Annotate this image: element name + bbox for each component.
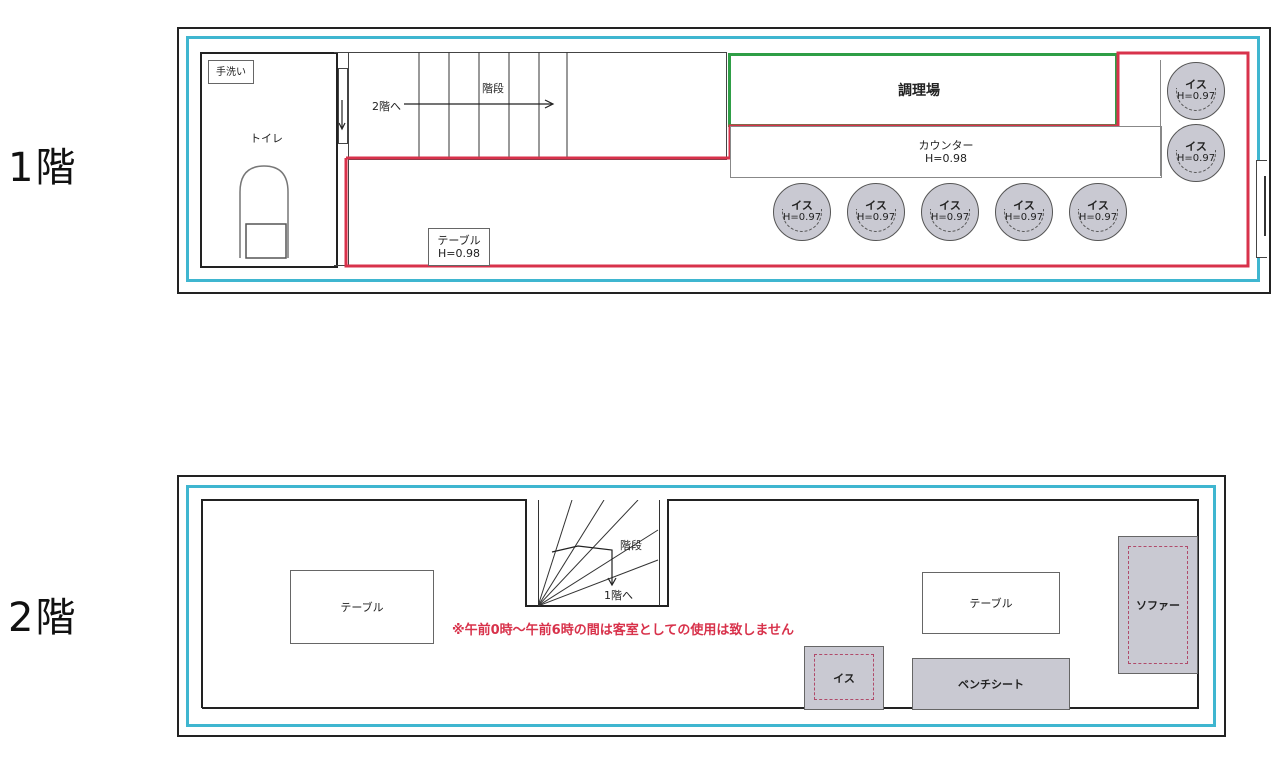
floor-2-stair-treads [538,500,659,606]
chair-label: イス [1185,78,1207,91]
chair-label: イス [1013,199,1035,212]
to-floor-1-label: 1階へ [604,589,633,602]
table-floor-1: テーブル H=0.98 [428,228,490,266]
chair-7: イス H=0.97 [1069,183,1127,241]
sofa-cushion-outline [1128,546,1188,664]
hand-wash-basin: 手洗い [208,60,254,84]
floor-2-outline [186,485,1216,727]
entrance-door-leaf [1264,176,1266,236]
floor-1-outline [186,36,1260,282]
chair-6: イス H=0.97 [995,183,1053,241]
table-label: テーブル [437,234,481,247]
to-floor-2-label: 2階へ [372,100,401,113]
toilet-room [200,52,338,268]
chair-label: イス [939,199,961,212]
table-right: テーブル [922,572,1060,634]
floor-1-door [338,68,348,144]
chair-height: H=0.97 [856,212,896,223]
sofa-label: ソファー [1136,599,1180,612]
chair-5: イス H=0.97 [921,183,979,241]
floor-2-label: 2階 [8,595,78,641]
chair-height: H=0.97 [1176,91,1216,102]
table-left: テーブル [290,570,434,644]
chair-height: H=0.97 [1004,212,1044,223]
kitchen-label: 調理場 [898,83,940,99]
stair-up-arrow-icon [404,99,555,109]
sofa: ソファー [1118,536,1198,674]
chair-floor-2-label: イス [833,672,855,685]
entrance-door [1256,160,1267,258]
bench-seat-label: ベンチシート [958,678,1024,691]
chair-4: イス H=0.97 [847,183,905,241]
door-arrow-icon [338,100,346,131]
chair-1: イス H=0.97 [1167,62,1225,120]
table-height: H=0.98 [438,247,480,260]
floor-2-stairs-label: 階段 [620,539,642,552]
table-right-label: テーブル [969,596,1013,610]
chair-height: H=0.97 [1176,153,1216,164]
floor-2-inner-wall [201,499,1199,709]
chair-floor-2-outline [814,654,874,700]
counter-side-wall [1160,60,1175,176]
chair-height: H=0.97 [930,212,970,223]
chair-label: イス [791,199,813,212]
stair-treads [418,52,568,158]
chair-2: イス H=0.97 [1167,124,1225,182]
table-left-label: テーブル [340,600,384,614]
chair-label: イス [1185,140,1207,153]
floor-1-label: 1階 [8,145,78,191]
chair-3: イス H=0.97 [773,183,831,241]
chair-label: イス [1087,199,1109,212]
floor-2-stair-area [538,500,660,606]
counter: カウンター H=0.98 [730,126,1162,178]
toilet-icon [239,165,289,259]
chair-label: イス [865,199,887,212]
floor-1-stairs-label: 階段 [482,82,504,95]
counter-label: カウンター [918,139,974,152]
toilet-label: トイレ [250,132,283,145]
chair-height: H=0.97 [782,212,822,223]
hand-wash-label: 手洗い [216,66,246,78]
counter-height: H=0.98 [925,152,967,165]
usage-note: ※午前0時～午前6時の間は客室としての使用は致しません [452,623,794,638]
chair-height: H=0.97 [1078,212,1118,223]
bench-seat: ベンチシート [912,658,1070,710]
